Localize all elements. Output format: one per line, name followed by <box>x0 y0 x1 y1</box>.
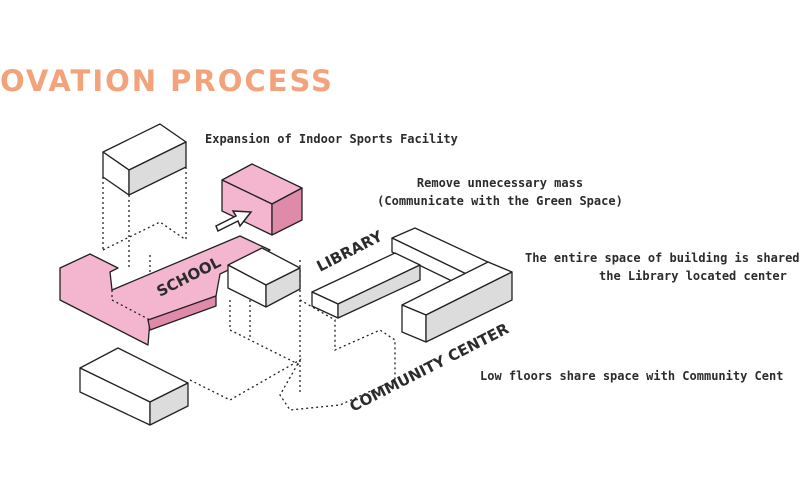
small-block <box>227 247 301 308</box>
sports-facility-block <box>102 123 187 268</box>
note-remove-line2: (Communicate with the Green Space) <box>377 194 623 208</box>
removed-mass-block <box>221 163 303 236</box>
library-complex <box>311 227 513 343</box>
note-shared-line1: The entire space of building is shared <box>525 251 800 265</box>
note-sports: Expansion of Indoor Sports Facility <box>205 132 458 146</box>
dotted-traces <box>149 255 396 411</box>
note-community: Low floors share space with Community Ce… <box>480 369 784 383</box>
move-arrow-icon <box>215 210 253 233</box>
school-block <box>59 235 271 346</box>
note-remove-line1: Remove unnecessary mass <box>416 176 584 190</box>
bottom-left-block <box>79 347 189 426</box>
note-shared-line2: the Library located center <box>599 269 787 283</box>
note-shared-space: The entire space of building is shared t… <box>525 249 800 285</box>
note-remove-mass: Remove unnecessary mass (Communicate wit… <box>345 174 655 210</box>
page-title: OVATION PROCESS <box>0 64 334 98</box>
